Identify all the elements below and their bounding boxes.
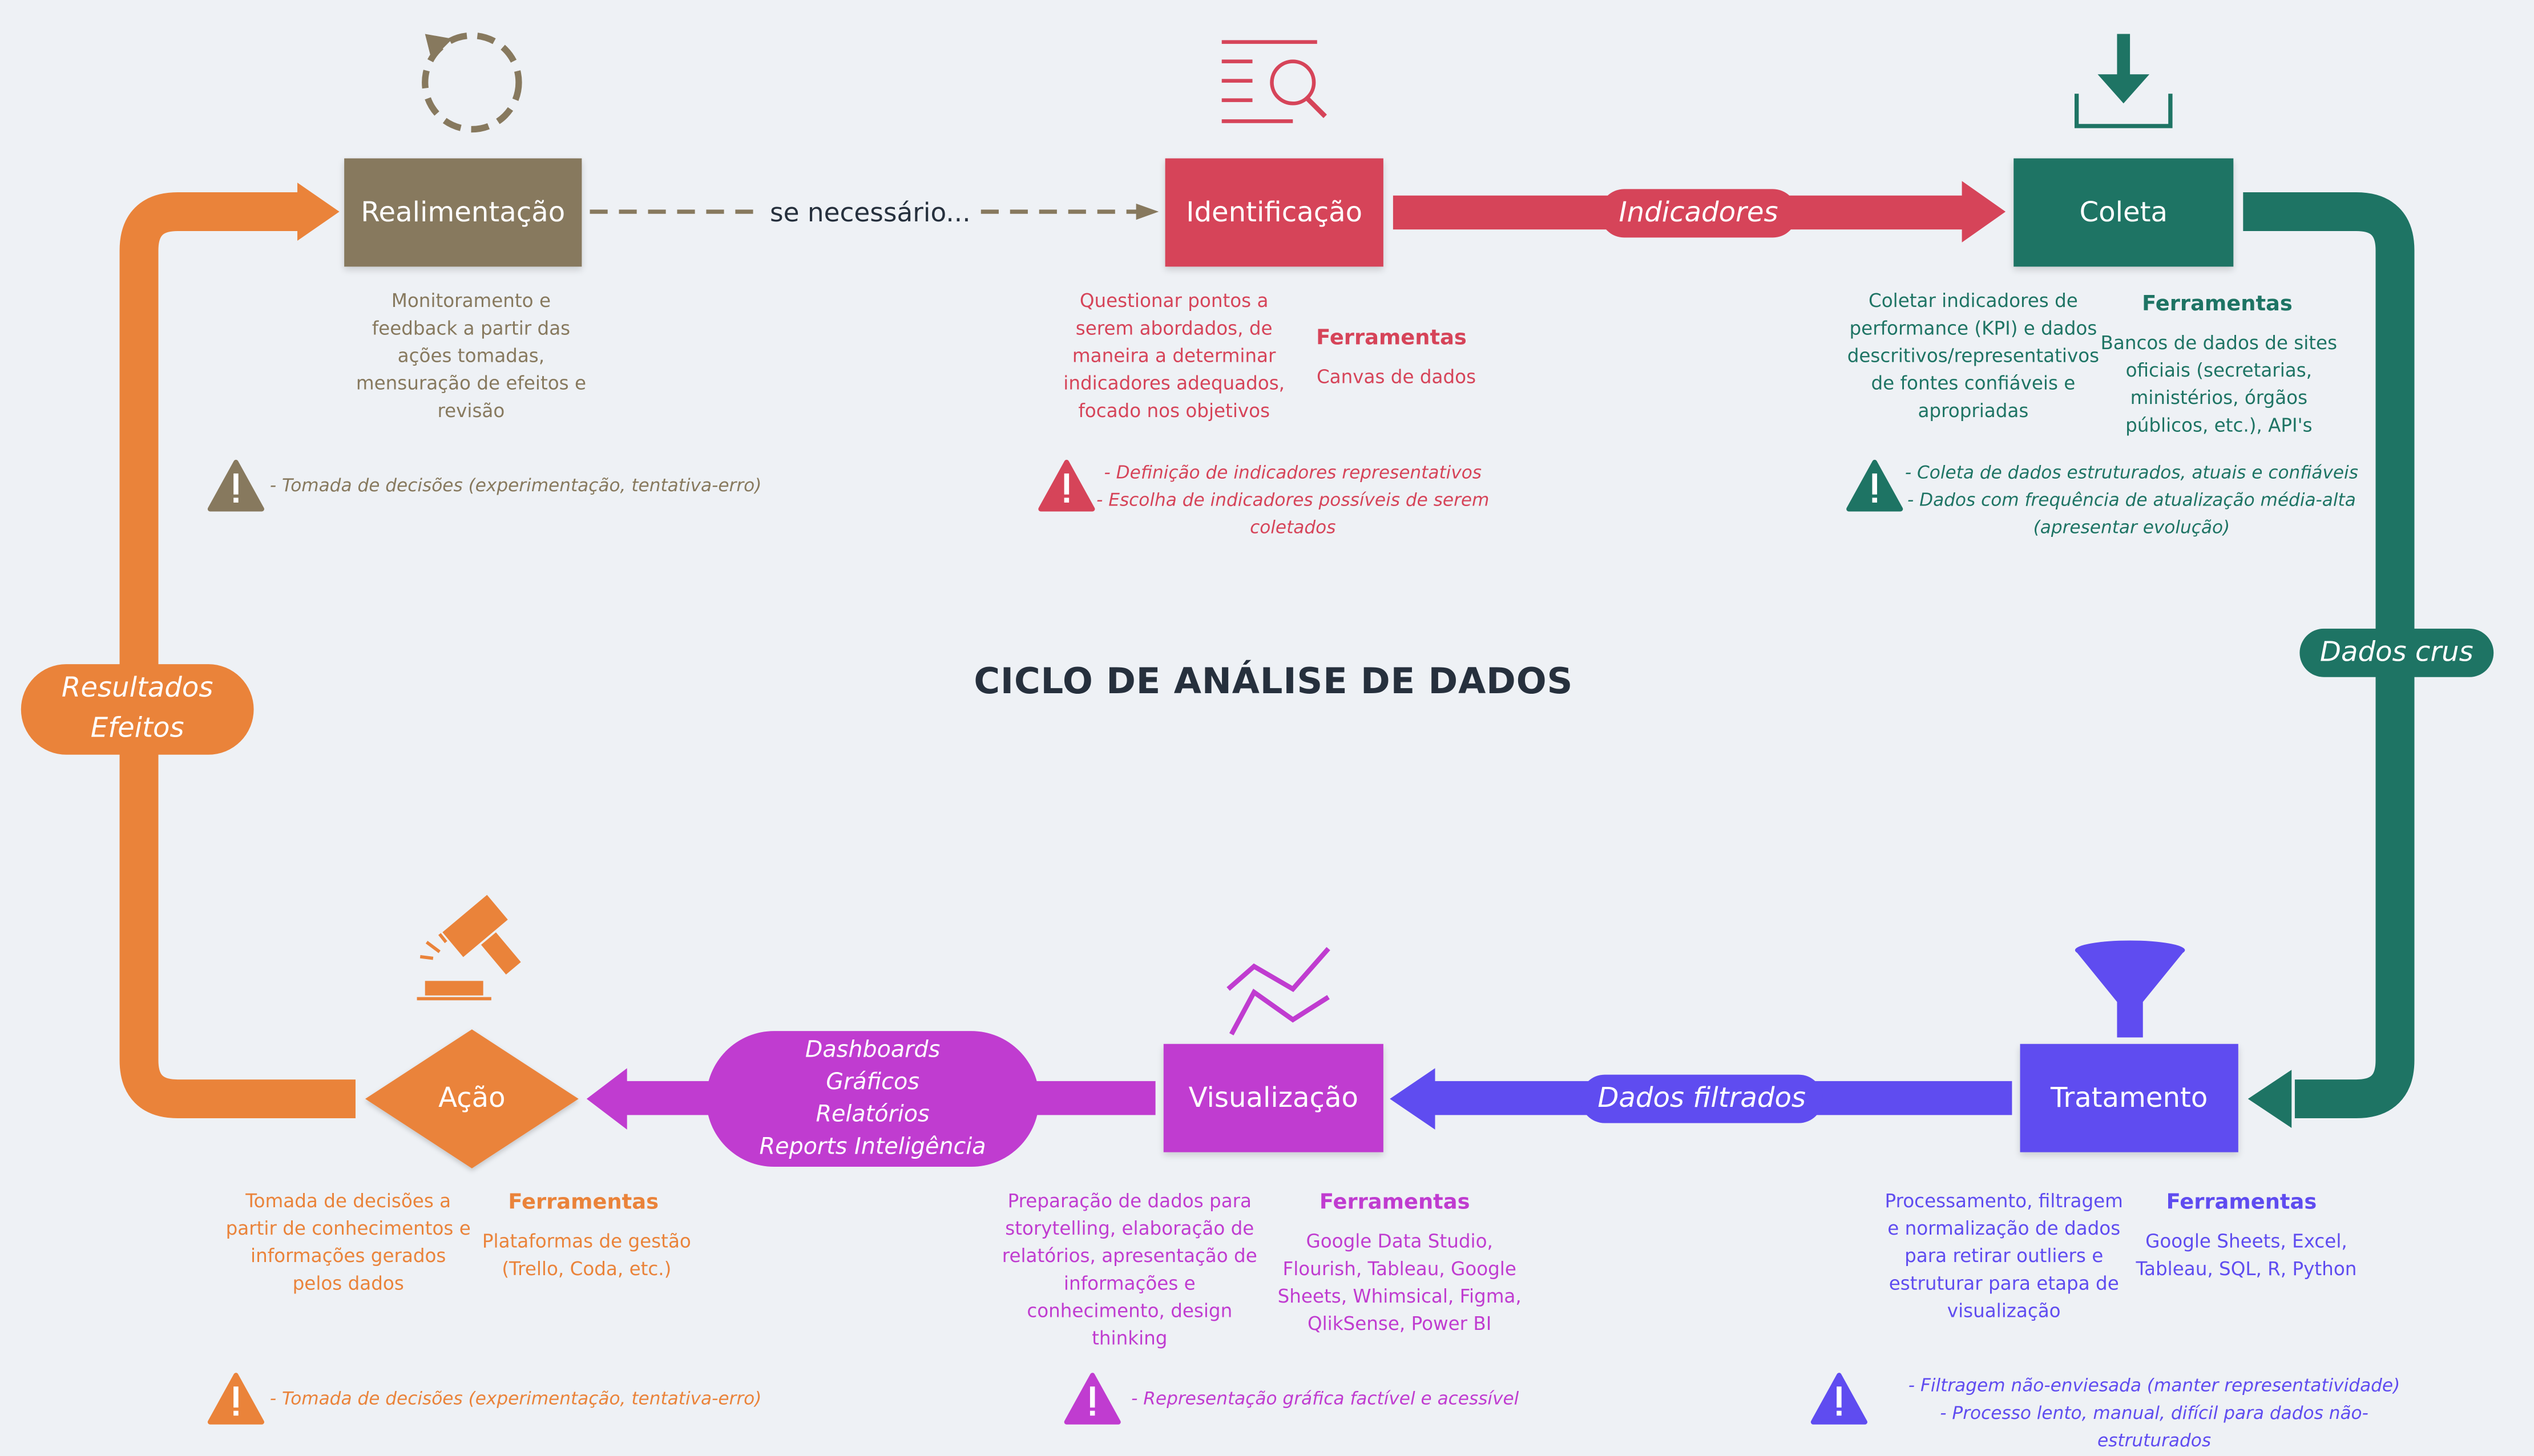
realimentacao-description: Monitoramento e feedback a partir das aç… <box>356 289 586 422</box>
identificacao-tools-heading: Ferramentas <box>1316 326 1467 351</box>
results-loop-arrow <box>119 192 356 1119</box>
identificacao-warning: - Definição de indicadores representativ… <box>1067 459 1519 541</box>
refresh-icon <box>422 32 522 133</box>
output-graficos: Gráficos <box>826 1070 919 1096</box>
acao-diamond <box>365 1029 579 1168</box>
resultados-text: Resultados <box>61 672 213 705</box>
visualizacao-tools-heading: Ferramentas <box>1319 1191 1470 1215</box>
dados-filtrados-arrowhead <box>1390 1068 1435 1130</box>
acao-tools-heading: Ferramentas <box>508 1191 659 1215</box>
identificacao-warning-line: - Definição de indicadores representativ… <box>1104 462 1482 483</box>
output-dashboards: Dashboards <box>805 1037 941 1063</box>
stage-realimentacao: Realimentação <box>344 158 582 267</box>
coleta-warning: - Coleta de dados estruturados, atuais e… <box>1897 459 2366 541</box>
coleta-tools: Bancos de dados de sites oficiais (secre… <box>2100 331 2338 436</box>
coleta-warning-line: (apresentar evolução) <box>2033 517 2230 539</box>
indicadores-label: Indicadores <box>1600 189 1797 238</box>
warning-icon-acao <box>207 1373 264 1425</box>
stage-acao: Ação <box>438 1082 506 1115</box>
funnel-icon <box>2075 940 2185 1038</box>
acao-warning: - Tomada de decisões (experimentação, te… <box>269 1388 762 1409</box>
stage-visualizacao: Visualização <box>1163 1044 1383 1152</box>
download-icon <box>2074 34 2173 128</box>
output-reports: Reports Inteligência <box>759 1134 986 1160</box>
outputs-arrowhead <box>586 1068 627 1130</box>
identificacao-warning-line: - Escolha de indicadores possíveis de se… <box>1096 490 1490 511</box>
efeitos-text: Efeitos <box>90 713 184 745</box>
stage-tratamento: Tratamento <box>2020 1044 2238 1152</box>
coleta-description: Coletar indicadores de performance (KPI)… <box>1847 289 2100 422</box>
visualizacao-warning: - Representação gráfica factível e acess… <box>1131 1388 1519 1409</box>
dashed-arrowhead <box>1136 203 1159 220</box>
tratamento-warning-line: - Processo lento, manual, difícil para d… <box>1940 1402 2368 1451</box>
visualizacao-description: Preparação de dados para storytelling, e… <box>1002 1189 1257 1350</box>
warning-icon-visualizacao <box>1064 1373 1121 1425</box>
outputs-pill: Dashboards Gráficos Relatórios Reports I… <box>706 1031 1039 1167</box>
identificacao-description: Questionar pontos a serem abordados, de … <box>1063 289 1285 422</box>
results-loop-arrowhead <box>297 183 340 241</box>
warning-icon-tratamento <box>1810 1373 1867 1425</box>
gavel-icon <box>417 895 521 1001</box>
stage-coleta: Coleta <box>2014 158 2234 267</box>
dados-filtrados-label: Dados filtrados <box>1580 1074 1823 1123</box>
tratamento-warning-line: - Filtragem não-enviesada (manter repres… <box>1908 1375 2400 1397</box>
coleta-warning-line: - Dados com frequência de atualização mé… <box>1907 490 2356 511</box>
acao-tools: Plataformas de gestão (Trello, Coda, etc… <box>482 1229 691 1280</box>
tratamento-warning: - Filtragem não-enviesada (manter repres… <box>1885 1372 2424 1454</box>
line-chart-icon <box>1226 947 1330 1036</box>
warning-icon-identificacao <box>1038 459 1095 512</box>
diagram-title: CICLO DE ANÁLISE DE DADOS <box>974 662 1573 703</box>
se-necessario-label: se necessário... <box>770 196 971 227</box>
stage-identificacao: Identificação <box>1165 158 1383 267</box>
realimentacao-warning: - Tomada de decisões (experimentação, te… <box>269 475 762 496</box>
output-relatorios: Relatórios <box>816 1102 930 1129</box>
coleta-tools-heading: Ferramentas <box>2142 292 2293 317</box>
coleta-warning-line: - Coleta de dados estruturados, atuais e… <box>1904 462 2358 483</box>
identificacao-warning-line: coletados <box>1250 517 1336 539</box>
resultados-pill: Resultados Efeitos <box>21 664 254 755</box>
warning-icon-realimentacao <box>207 459 264 512</box>
tratamento-description: Processamento, filtragem e normalização … <box>1885 1189 2123 1322</box>
dados-crus-arrowhead <box>2247 1070 2292 1129</box>
dados-crus-label: Dados crus <box>2299 628 2494 677</box>
acao-description: Tomada de decisões a partir de conhecime… <box>225 1189 471 1295</box>
search-list-icon <box>1221 40 1327 123</box>
tratamento-tools-heading: Ferramentas <box>2166 1191 2317 1215</box>
indicadores-arrowhead <box>1962 181 2006 242</box>
warning-icon-coleta <box>1846 459 1903 512</box>
visualizacao-tools: Google Data Studio, Flourish, Tableau, G… <box>1277 1229 1522 1335</box>
tratamento-tools: Google Sheets, Excel, Tableau, SQL, R, P… <box>2136 1229 2357 1280</box>
identificacao-tools: Canvas de dados <box>1316 365 1476 388</box>
